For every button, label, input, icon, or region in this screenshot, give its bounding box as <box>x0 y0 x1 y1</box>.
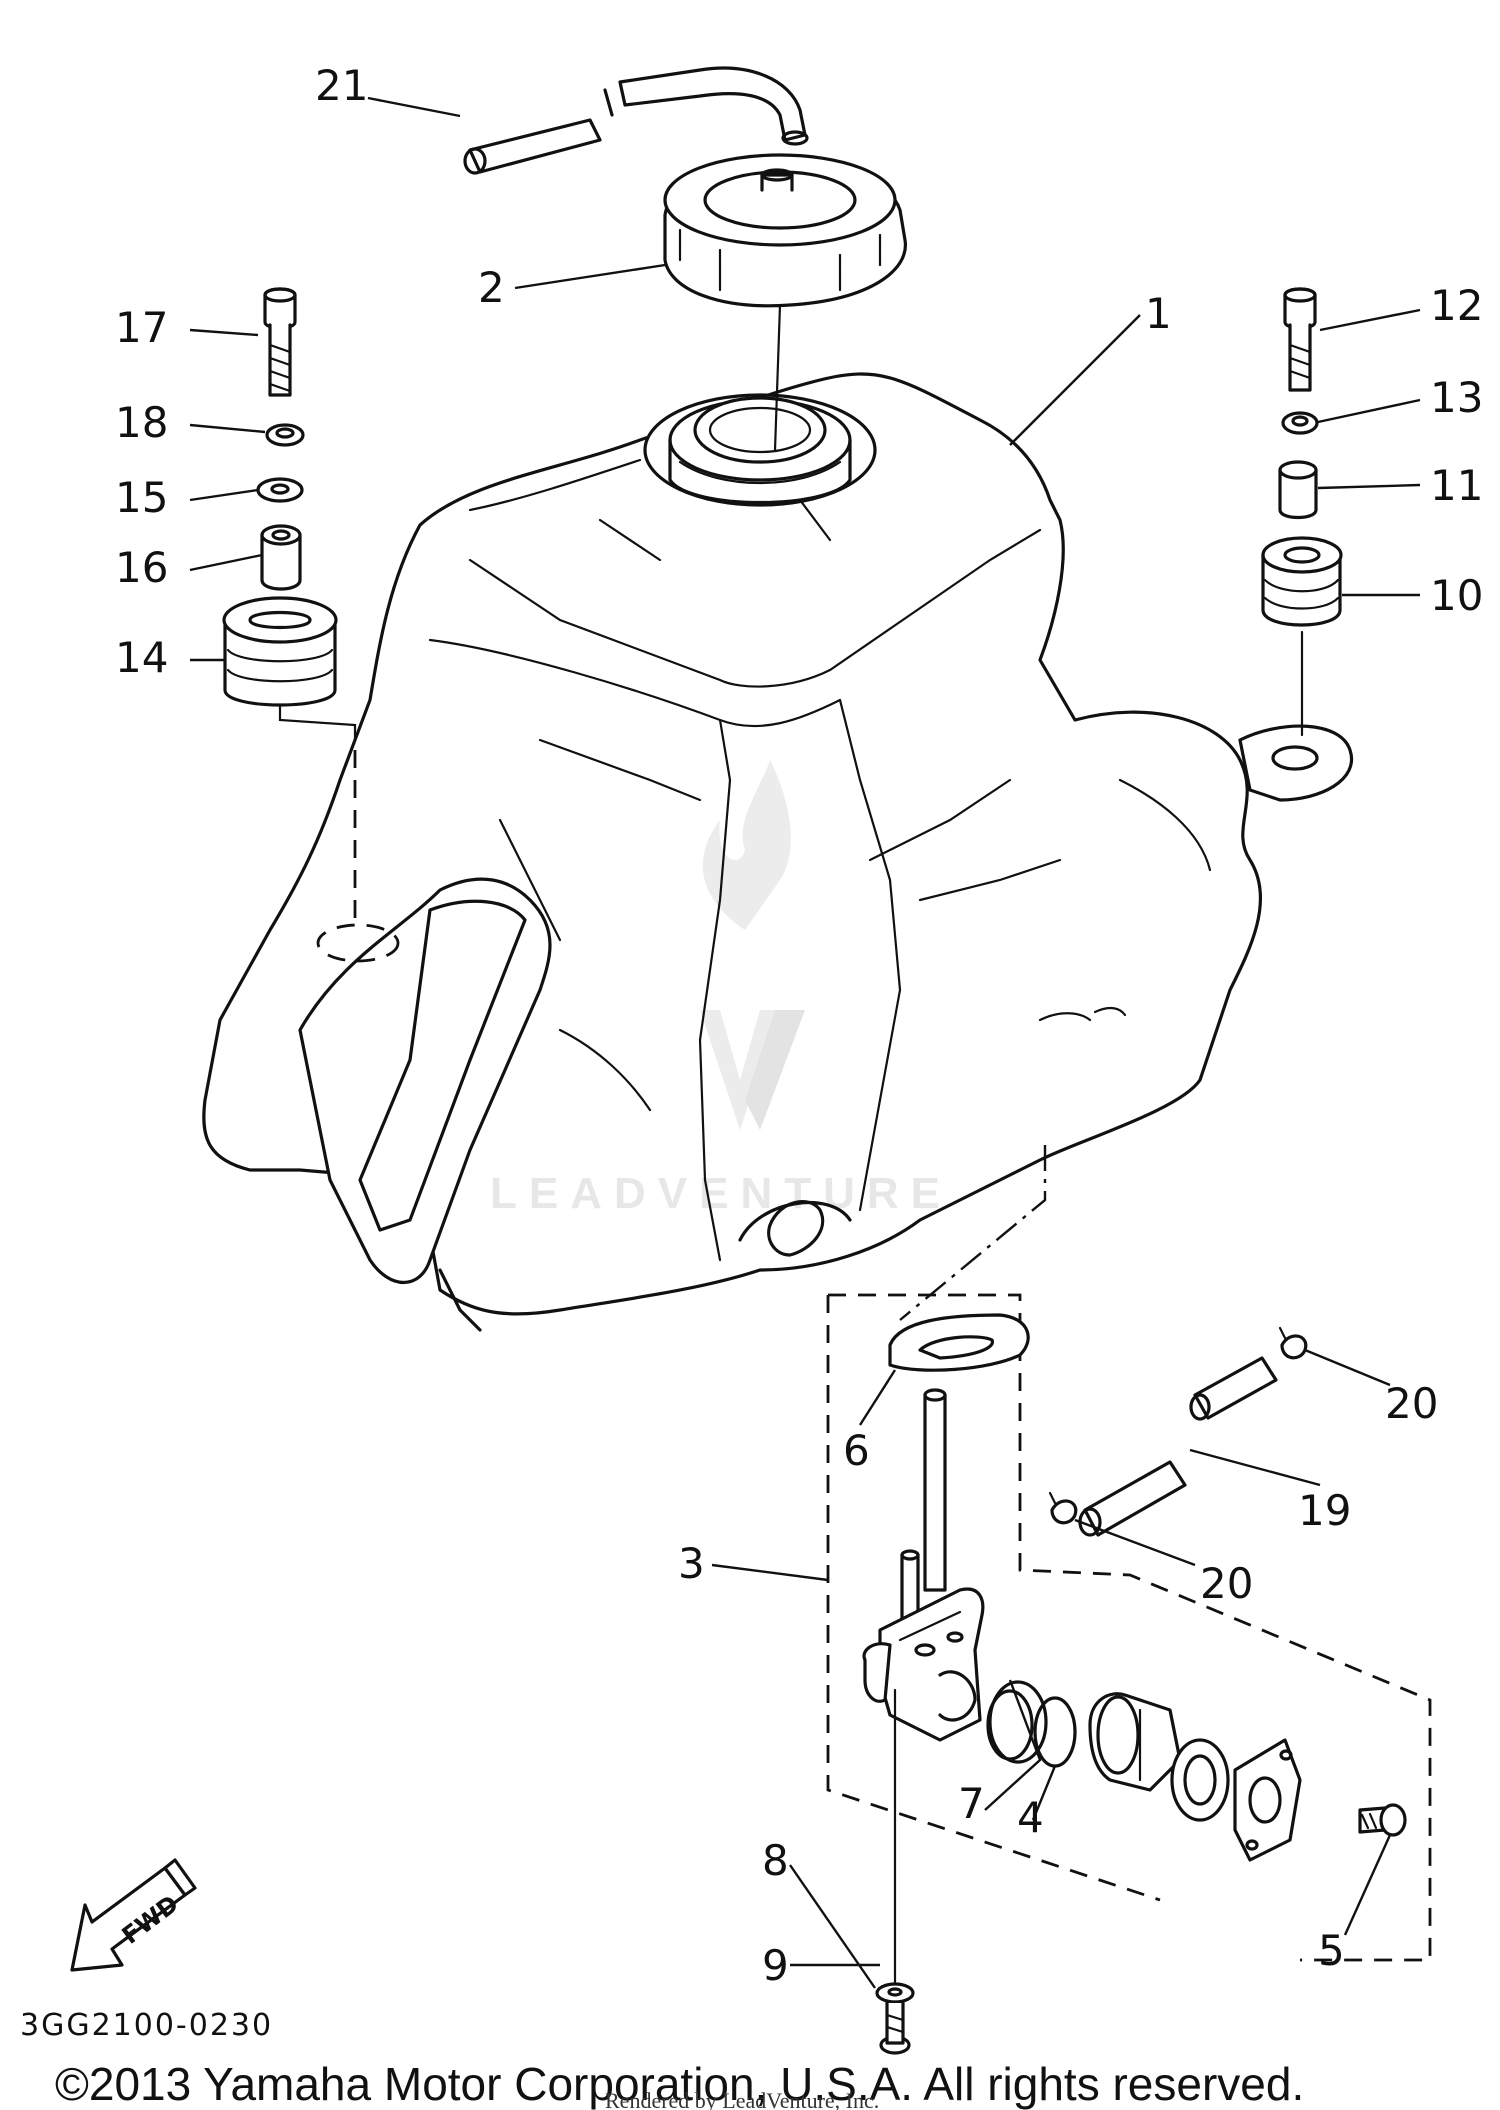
part-code: 3GG2100-0230 <box>20 2008 273 2043</box>
breather-hose-21 <box>463 66 809 175</box>
bolt-12 <box>1283 287 1317 392</box>
lock-washer-18 <box>265 423 305 447</box>
callout-10: 10 <box>1430 571 1483 620</box>
callout-3: 3 <box>678 1539 705 1588</box>
callout-20-upper: 20 <box>1385 1379 1438 1428</box>
lock-washer-13 <box>1281 411 1319 435</box>
callout-8: 8 <box>762 1836 789 1885</box>
washer-15 <box>256 477 304 503</box>
callout-6: 6 <box>843 1426 870 1475</box>
callout-4: 4 <box>1017 1793 1044 1842</box>
clip-20-lower <box>1048 1491 1078 1525</box>
fuel-cap-2 <box>663 153 907 452</box>
damper-10 <box>1261 536 1343 627</box>
callout-16: 16 <box>115 543 168 592</box>
callout-19: 19 <box>1298 1486 1351 1535</box>
gasket-ring <box>1170 1738 1230 1822</box>
callout-14: 14 <box>115 633 168 682</box>
callout-13: 13 <box>1430 373 1483 422</box>
callout-1: 1 <box>1145 289 1172 338</box>
damper-14 <box>222 596 338 707</box>
screw-9 <box>879 2001 911 2055</box>
callout-20-lower: 20 <box>1200 1559 1253 1608</box>
callout-5: 5 <box>1318 1926 1345 1975</box>
fuel-hose-19 <box>1078 1356 1278 1537</box>
watermark-text: LEADVENTURE <box>490 1169 952 1218</box>
callout-numbers: 1 2 3 4 5 6 7 8 9 10 11 12 13 14 15 16 1… <box>115 61 1483 1990</box>
washer-8 <box>875 1982 915 2004</box>
mount-leader-left <box>278 703 357 742</box>
callout-15: 15 <box>115 473 168 522</box>
tank-to-cock-centerline <box>899 1145 1047 1321</box>
callout-2: 2 <box>478 263 505 312</box>
callout-17: 17 <box>115 303 168 352</box>
callout-21: 21 <box>315 61 368 110</box>
bolt-17 <box>263 287 297 397</box>
fuel-cock-group-box <box>826 1293 1432 1962</box>
fuel-tank <box>202 372 1354 1332</box>
cover-plate <box>1233 1738 1302 1862</box>
copyright-notice: ©2013 Yamaha Motor Corporation, U.S.A. A… <box>55 2058 1304 2110</box>
callout-18: 18 <box>115 398 168 447</box>
callout-9: 9 <box>762 1941 789 1990</box>
collar-11 <box>1278 460 1318 520</box>
collar-16 <box>260 524 302 591</box>
lever-element <box>1088 1692 1182 1792</box>
callout-12: 12 <box>1430 281 1483 330</box>
leadventure-watermark: LEADVENTURE <box>490 760 952 1218</box>
fuel-cock-body <box>862 1388 985 1992</box>
leader-lines <box>189 96 1421 1989</box>
rendered-by-notice: Rendered by LeadVenture, Inc. <box>605 2088 879 2110</box>
clip-20-upper <box>1278 1326 1308 1360</box>
screw-5 <box>1358 1803 1407 1837</box>
callout-7: 7 <box>958 1779 985 1828</box>
callout-11: 11 <box>1430 461 1483 510</box>
gasket-6 <box>888 1313 1030 1372</box>
forward-arrow-icon: FWD <box>70 1858 197 1972</box>
